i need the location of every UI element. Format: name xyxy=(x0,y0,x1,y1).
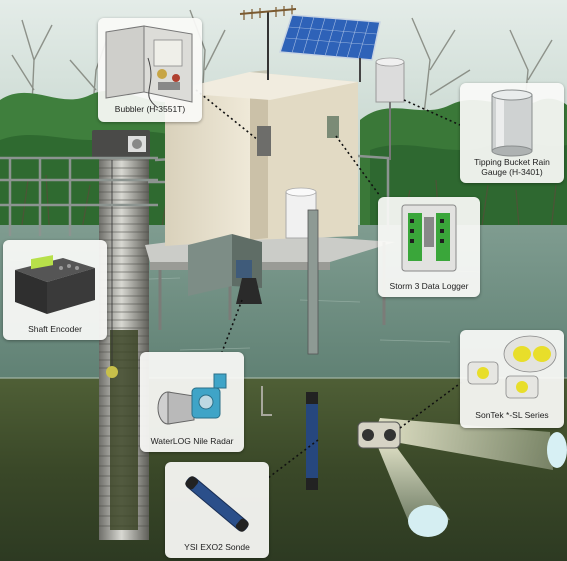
caption-tipping-bucket: Tipping Bucket Rain Gauge (H-3401) xyxy=(474,157,550,177)
rain-gauge-icon xyxy=(491,89,533,157)
caption-ysi-sonde: YSI EXO2 Sonde xyxy=(184,542,250,552)
antenna-icon xyxy=(239,5,297,20)
callout-storm3: Storm 3 Data Logger xyxy=(378,197,480,297)
callout-waterlog-radar: WaterLOG Nile Radar xyxy=(140,352,244,452)
beam-end-down xyxy=(408,505,448,537)
float xyxy=(106,366,118,378)
leader-lines xyxy=(195,89,463,479)
callout-ysi-sonde: YSI EXO2 Sonde xyxy=(165,462,269,558)
caption-bubbler: Bubbler (H-3551T) xyxy=(114,104,186,114)
rain-gauge-scene xyxy=(375,57,405,160)
callout-shaft-encoder: Shaft Encoder xyxy=(3,240,107,340)
bubbler-box-icon xyxy=(105,25,193,109)
sonde-icon xyxy=(185,476,249,532)
callout-sontek: SonTek *-SL Series xyxy=(460,330,564,428)
logger-device xyxy=(327,116,339,138)
bubbler-device xyxy=(257,126,271,156)
shaft-encoder-icon xyxy=(15,255,95,314)
caption-sontek: SonTek *-SL Series xyxy=(475,410,549,420)
callout-tipping-bucket: Tipping Bucket Rain Gauge (H-3401) xyxy=(460,83,564,183)
beam-end-horizontal xyxy=(547,432,567,468)
sonde-scene xyxy=(306,392,318,490)
caption-waterlog-radar: WaterLOG Nile Radar xyxy=(150,436,234,446)
sontek-scene xyxy=(357,421,401,449)
acoustic-beam-down xyxy=(375,440,450,525)
acoustic-beam-horizontal xyxy=(372,418,553,470)
data-logger-icon xyxy=(401,204,457,272)
radar-sensor-icon xyxy=(157,373,227,425)
caption-shaft-encoder: Shaft Encoder xyxy=(28,324,82,334)
radar-box-scene xyxy=(188,234,262,304)
caption-storm3: Storm 3 Data Logger xyxy=(389,281,469,291)
solar-panel-icon xyxy=(278,14,381,82)
acoustic-doppler-icon xyxy=(467,335,557,399)
callout-bubbler: Bubbler (H-3551T) xyxy=(98,18,202,122)
